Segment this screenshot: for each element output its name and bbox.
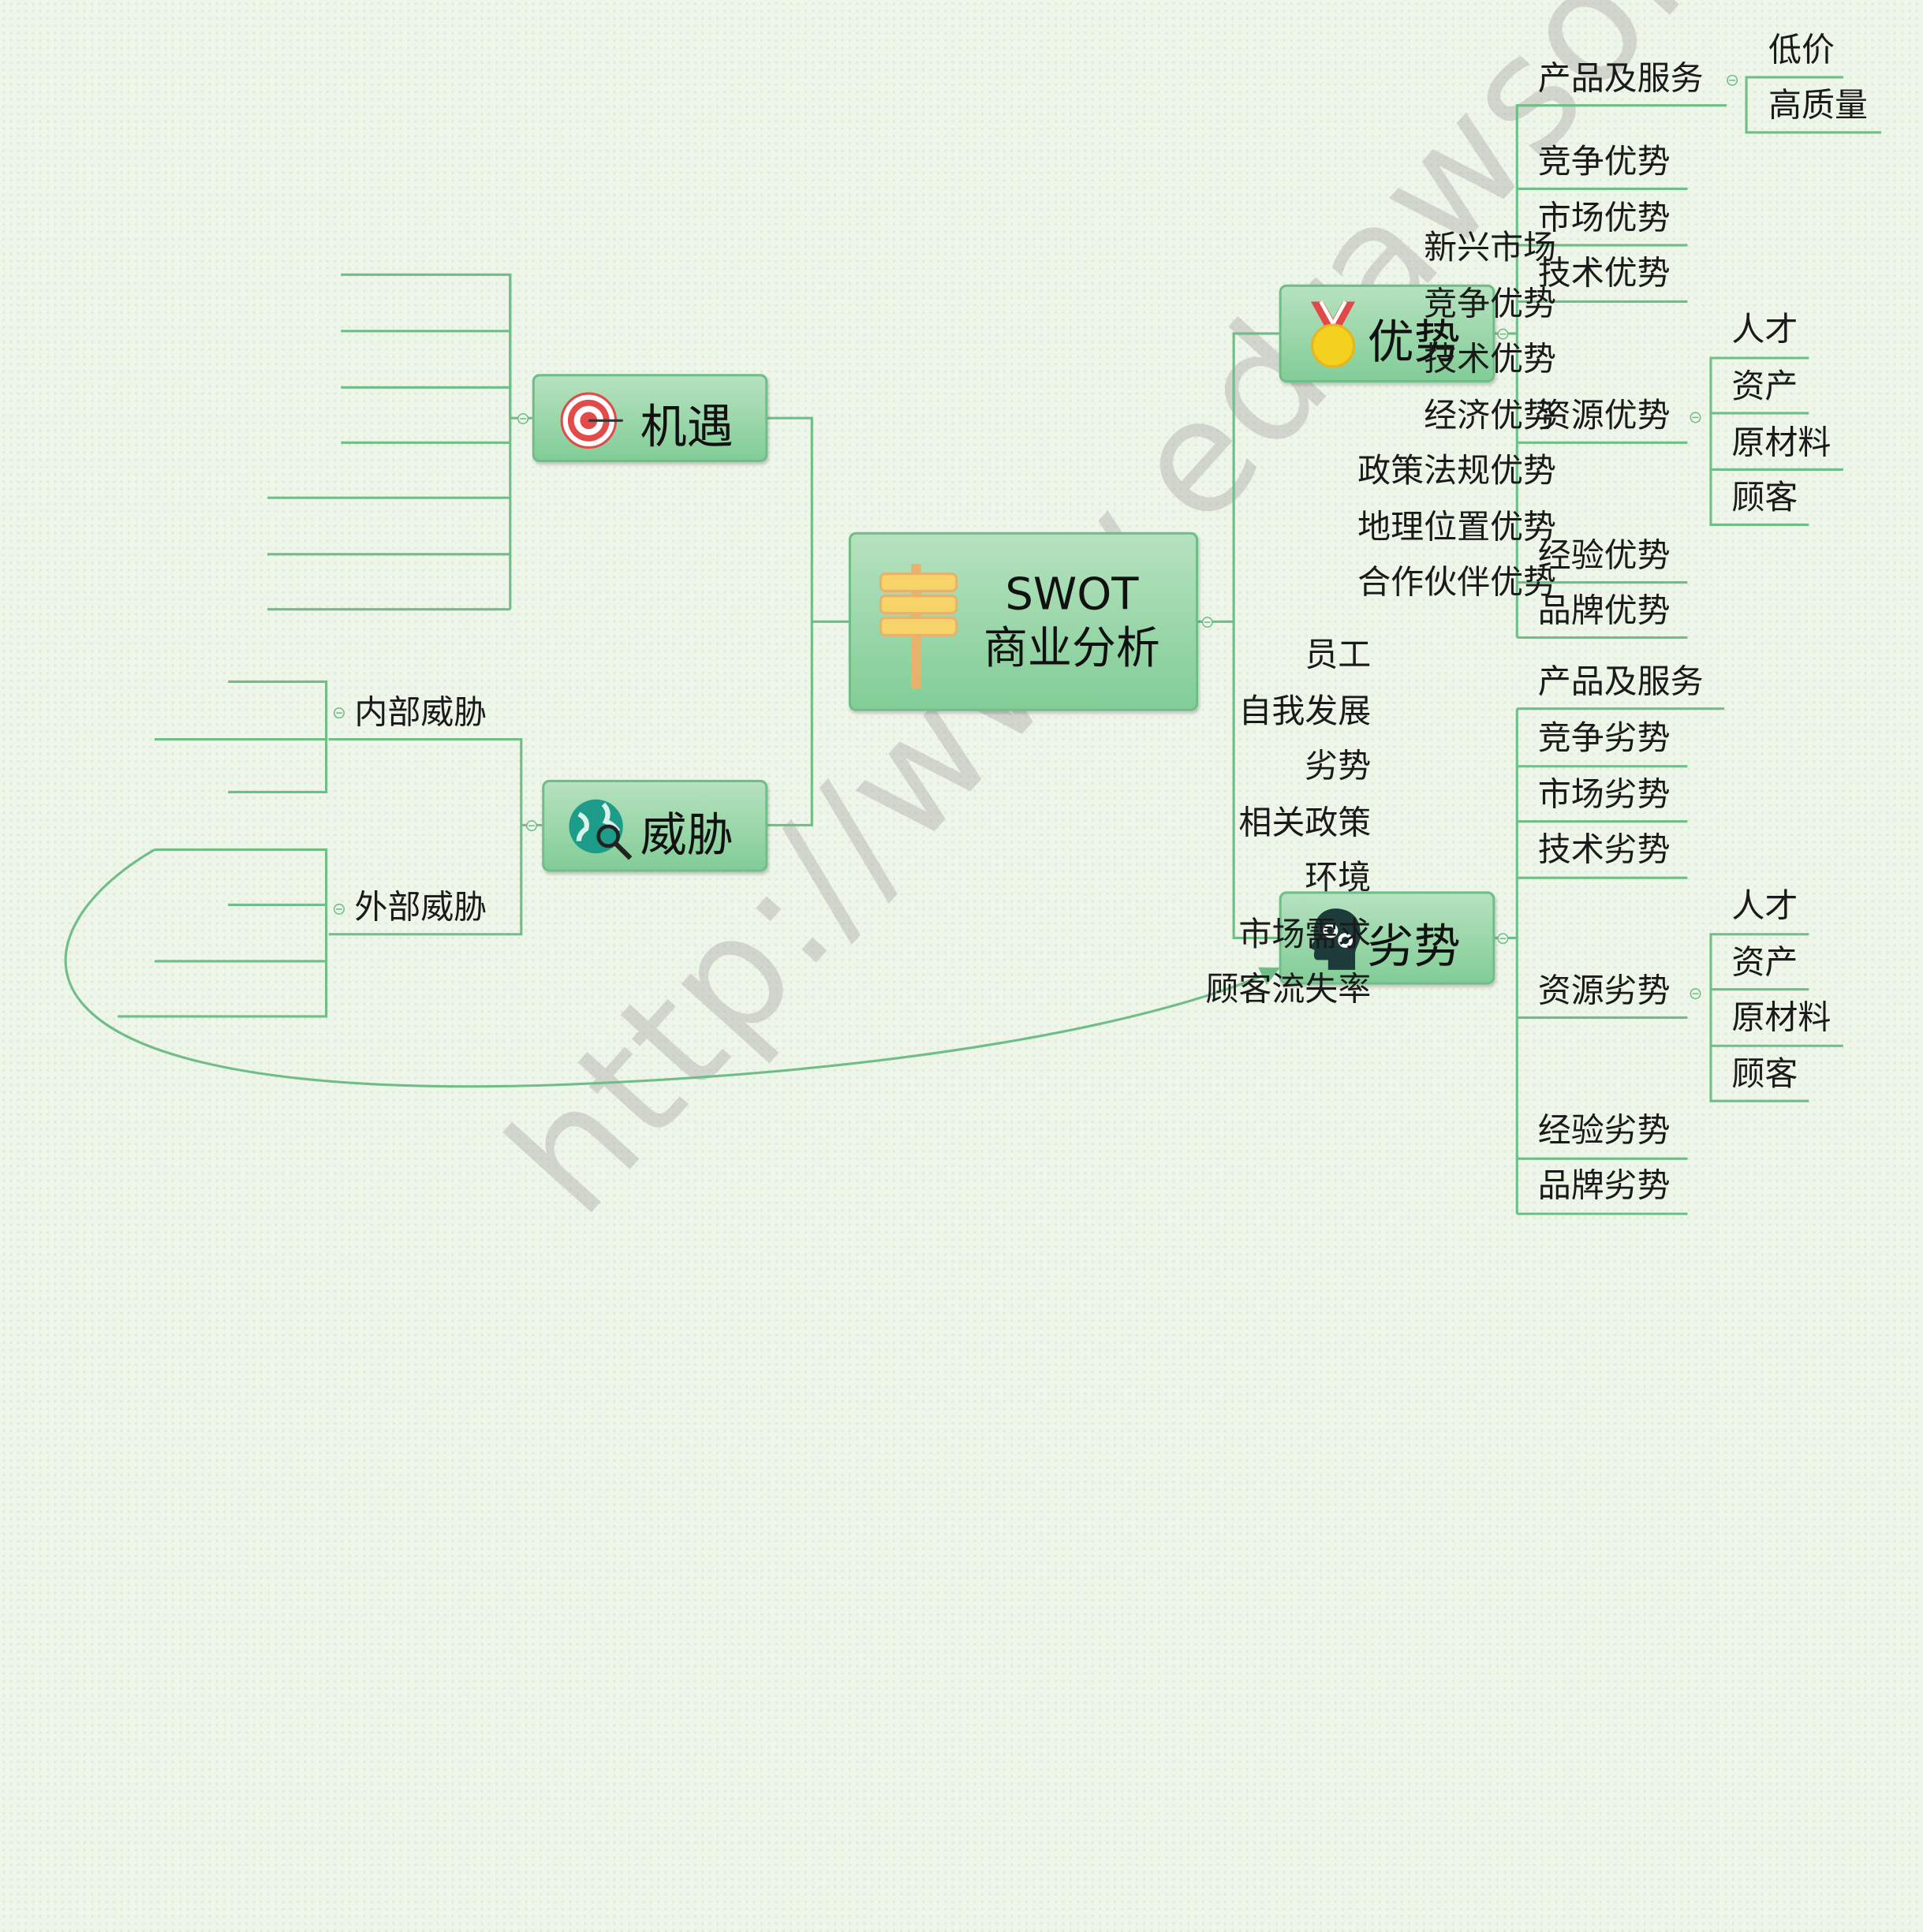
- weakness-resource[interactable]: 资源劣势: [1537, 972, 1671, 1011]
- collapse-toggle[interactable]: [1201, 617, 1213, 628]
- weakness-resource-item[interactable]: 人才: [1731, 887, 1798, 926]
- threat-external-item[interactable]: 环境: [1305, 859, 1372, 898]
- threat-external-item[interactable]: 相关政策: [1238, 804, 1372, 843]
- threat-external[interactable]: 外部威胁: [354, 889, 487, 927]
- weakness-item[interactable]: 经验劣势: [1537, 1112, 1671, 1151]
- strength-item[interactable]: 技术优势: [1537, 255, 1671, 293]
- strength-resource[interactable]: 资源优势: [1537, 397, 1671, 435]
- collapse-toggle[interactable]: [1727, 74, 1738, 86]
- topic-threat[interactable]: 威胁: [542, 779, 768, 872]
- weakness-item[interactable]: 品牌劣势: [1537, 1167, 1671, 1206]
- strength-item[interactable]: 品牌优势: [1537, 591, 1671, 631]
- weakness-resource-item[interactable]: 原材料: [1731, 999, 1832, 1038]
- topic-strength[interactable]: 优势: [1279, 284, 1495, 383]
- opportunity-item[interactable]: 竞争优势: [1424, 285, 1557, 324]
- collapse-toggle[interactable]: [517, 412, 529, 424]
- weakness-item[interactable]: 产品及服务: [1537, 663, 1704, 702]
- strength-product-item[interactable]: 低价: [1768, 32, 1835, 70]
- collapse-toggle[interactable]: [333, 903, 345, 915]
- strength-resource-item[interactable]: 资产: [1731, 367, 1798, 406]
- strength-resource-item[interactable]: 顾客: [1731, 479, 1798, 518]
- weakness-item[interactable]: 市场劣势: [1537, 776, 1671, 815]
- globe-search-icon: [569, 799, 633, 860]
- threat-external-item[interactable]: 市场需求: [1238, 916, 1372, 954]
- collapse-toggle[interactable]: [1690, 412, 1701, 423]
- threat-external-item[interactable]: 顾客流失率: [1205, 971, 1372, 1009]
- collapse-toggle[interactable]: [1497, 933, 1509, 945]
- central-title-line2: 商业分析: [983, 624, 1160, 675]
- opportunity-item[interactable]: 经济优势: [1424, 397, 1557, 435]
- weakness-resource-item[interactable]: 顾客: [1731, 1055, 1798, 1094]
- strength-product[interactable]: 产品及服务: [1537, 60, 1704, 99]
- opportunity-item[interactable]: 政策法规优势: [1357, 452, 1557, 490]
- central-title-line1: SWOT: [1005, 569, 1139, 621]
- opportunity-item[interactable]: 地理位置优势: [1357, 509, 1557, 547]
- central-topic[interactable]: SWOT 商业分析: [848, 531, 1199, 711]
- opportunity-item[interactable]: 新兴市场: [1424, 229, 1557, 267]
- topic-opportunity-label: 机遇: [640, 399, 734, 454]
- collapse-toggle[interactable]: [1690, 988, 1701, 1000]
- collapse-toggle[interactable]: [526, 820, 538, 832]
- head-gears-icon: [1309, 908, 1361, 970]
- medal-icon: [1311, 300, 1356, 368]
- topic-strength-label: 优势: [1367, 315, 1461, 369]
- weakness-resource-item[interactable]: 资产: [1731, 944, 1798, 983]
- strength-item[interactable]: 经验优势: [1537, 537, 1671, 576]
- topic-weakness-label: 劣势: [1367, 919, 1461, 974]
- topic-threat-label: 威胁: [640, 807, 734, 863]
- opportunity-item[interactable]: 合作伙伴优势: [1357, 564, 1557, 602]
- strength-product-item[interactable]: 高质量: [1768, 87, 1868, 125]
- weakness-item[interactable]: 竞争劣势: [1537, 719, 1671, 758]
- target-icon: [560, 392, 623, 449]
- weakness-item[interactable]: 技术劣势: [1537, 831, 1671, 870]
- strength-item[interactable]: 竞争优势: [1537, 143, 1671, 182]
- signpost-icon: [879, 564, 958, 689]
- threat-internal[interactable]: 内部威胁: [354, 694, 487, 733]
- threat-internal-item[interactable]: 员工: [1305, 636, 1372, 675]
- collapse-toggle[interactable]: [1497, 328, 1509, 340]
- threat-internal-item[interactable]: 自我发展: [1238, 692, 1372, 731]
- topic-weakness[interactable]: 劣势: [1279, 891, 1495, 985]
- collapse-toggle[interactable]: [333, 707, 345, 719]
- strength-item[interactable]: 市场优势: [1537, 200, 1671, 238]
- strength-resource-item[interactable]: 人才: [1731, 311, 1798, 350]
- strength-resource-item[interactable]: 原材料: [1731, 423, 1832, 463]
- threat-internal-item[interactable]: 劣势: [1305, 748, 1372, 786]
- topic-opportunity[interactable]: 机遇: [532, 374, 768, 463]
- opportunity-item[interactable]: 技术优势: [1424, 341, 1557, 379]
